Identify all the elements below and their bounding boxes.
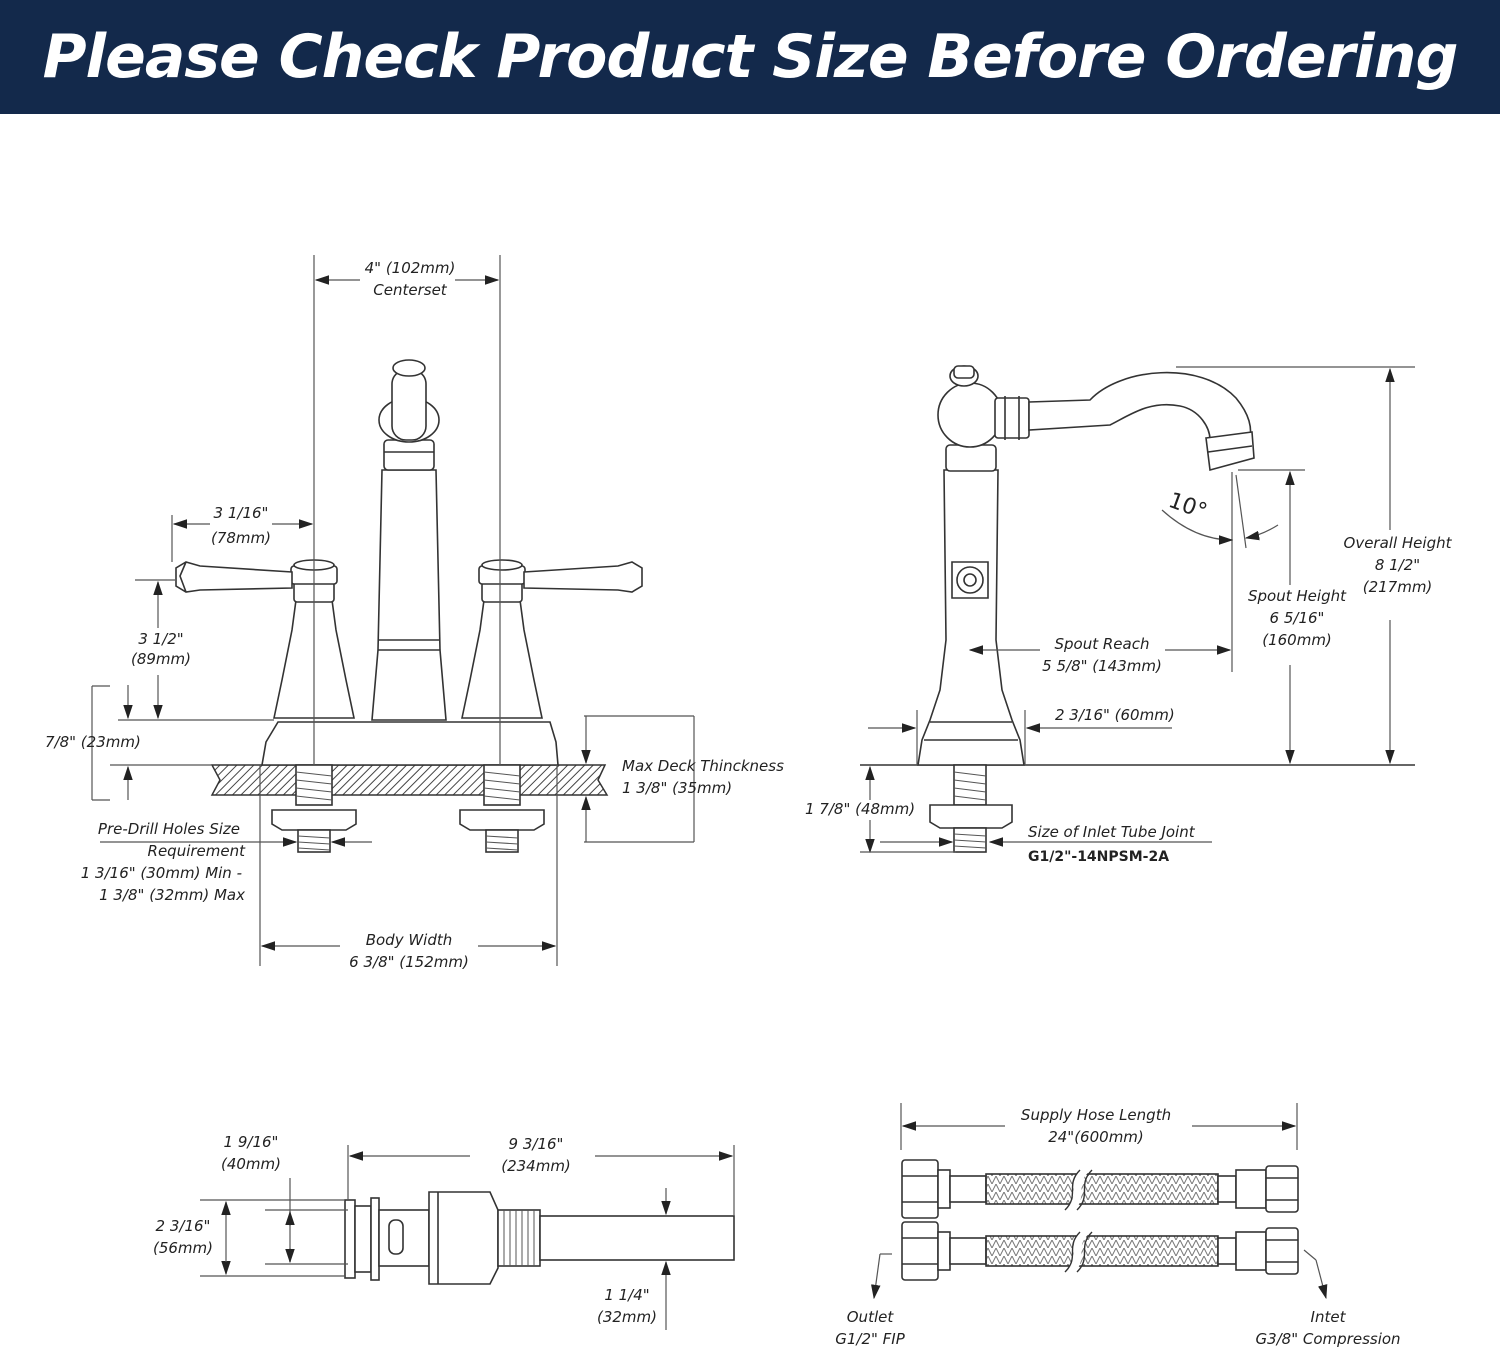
supply-hose-bottom (901, 1221, 1299, 1281)
spout-height-in: 6 5/16" (1269, 609, 1325, 627)
drain-dimensions (200, 1145, 735, 1330)
centerset-value: 4" (102mm) (364, 259, 456, 277)
handle-height-mm: (89mm) (130, 650, 191, 668)
deck-thickness-value: 1 3/8" (35mm) (622, 779, 733, 797)
overall-height-mm: (217mm) (1362, 578, 1433, 596)
drain-length-mm: (234mm) (501, 1157, 571, 1175)
front-view-dimensions (91, 255, 695, 966)
overall-height-label: Overall Height (1343, 534, 1452, 552)
drain-height-mm: (56mm) (152, 1239, 213, 1257)
front-view-faucet (175, 359, 643, 853)
centerset-label: Centerset (373, 281, 447, 299)
spout-height-label: Spout Height (1248, 587, 1346, 605)
predrill-min: 1 3/16" (30mm) Min - (80, 864, 242, 882)
overall-height-in: 8 1/2" (1374, 556, 1421, 574)
outlet-value: G1/2" FIP (835, 1330, 905, 1348)
side-view-faucet (860, 365, 1415, 853)
predrill-label-2: Requirement (147, 842, 245, 860)
base-height-label: 7/8" (23mm) (45, 733, 141, 751)
drain-pipe-in: 1 1/4" (604, 1286, 650, 1304)
shank-length-label: 1 7/8" (48mm) (805, 800, 916, 818)
deck-thickness-label: Max Deck Thinckness (622, 757, 784, 775)
body-width-label: Body Width (365, 931, 453, 949)
page-title: Please Check Product Size Before Orderin… (42, 22, 1459, 92)
drain-height-in: 2 3/16" (155, 1217, 211, 1235)
spout-height-mm: (160mm) (1262, 631, 1332, 649)
drain-length-in: 9 3/16" (508, 1135, 564, 1153)
drain-flange-in: 1 9/16" (223, 1133, 279, 1151)
predrill-label-1: Pre-Drill Holes Size (97, 820, 240, 838)
body-width-value: 6 3/8" (152mm) (349, 953, 469, 971)
inlet-label: Intet (1310, 1308, 1346, 1326)
handle-spread-in: 3 1/16" (213, 504, 269, 522)
spout-reach-label: Spout Reach (1054, 635, 1150, 653)
outlet-label: Outlet (846, 1308, 894, 1326)
supply-hose-top (901, 1159, 1299, 1219)
handle-height-in: 3 1/2" (138, 630, 184, 648)
supply-hoses (901, 1159, 1299, 1281)
hose-length-label: Supply Hose Length (1020, 1106, 1172, 1124)
hose-dimensions (871, 1103, 1328, 1300)
drain-pipe-mm: (32mm) (596, 1308, 657, 1326)
header-banner: Please Check Product Size Before Orderin… (0, 0, 1500, 114)
inlet-joint-value: G1/2"-14NPSM-2A (1028, 849, 1170, 865)
inlet-value: G3/8" Compression (1255, 1330, 1401, 1348)
handle-spread-mm: (78mm) (210, 529, 271, 547)
drain-flange-mm: (40mm) (220, 1155, 281, 1173)
hose-length-value: 24"(600mm) (1048, 1128, 1144, 1146)
base-diameter-label: 2 3/16" (60mm) (1055, 706, 1175, 724)
spout-reach-value: 5 5/8" (143mm) (1042, 657, 1162, 675)
side-view-dimensions (860, 366, 1415, 854)
predrill-max: 1 3/8" (32mm) Max (99, 886, 245, 904)
inlet-joint-label: Size of Inlet Tube Joint (1028, 823, 1195, 841)
pop-up-drain (344, 1191, 735, 1285)
